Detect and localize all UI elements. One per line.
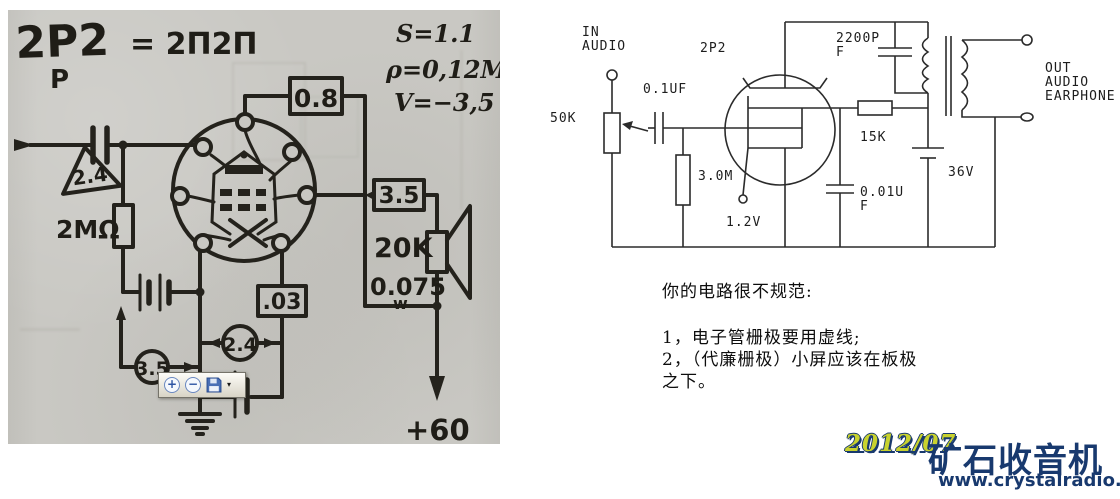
input-arrow-icon — [14, 139, 34, 151]
plate-cap-label-2: F — [836, 45, 845, 60]
bypass-cap-label-1: 0.01U — [860, 185, 904, 200]
zoom-out-button[interactable]: − — [185, 377, 201, 393]
comment-line-3: 之下。 — [662, 372, 716, 392]
tube-socket — [170, 112, 317, 263]
out-label-3: EARPHONE — [1045, 89, 1116, 104]
toolbar-menu-caret[interactable]: ▾ — [227, 380, 232, 389]
filament-voltage-label: 1.2V — [726, 215, 761, 230]
pot-label: 50K — [550, 111, 576, 126]
grid-leak-resistor-icon — [675, 154, 691, 206]
out-label-1: OUT — [1045, 61, 1071, 76]
screen-voltage-value: 3.5 — [379, 183, 420, 209]
tube-type-title: 2P2 — [15, 15, 110, 69]
in-label-1: IN — [582, 25, 600, 40]
comment-block: 你的电路很不规范: 1，电子管栅极要用虚线; 2，（代廉栅极）小屏应该在板极 之… — [662, 281, 1062, 393]
grid-resistor-value: 2MΩ — [56, 215, 120, 244]
b-battery-icon — [912, 147, 944, 247]
bypass-cap-label-2: F — [860, 199, 869, 214]
input-cap-label: 0.1UF — [643, 82, 687, 97]
param-plate-resistance: ρ=0,12MΩ — [385, 55, 500, 84]
load-power-unit: w — [393, 294, 408, 313]
battery-label: 36V — [948, 165, 974, 180]
right-schematic-drawing: IN AUDIO 2P2 50K 0.1UF 3.0M 1.2V 2200P F… — [550, 21, 1116, 248]
current-loop-value: 2.4 — [223, 334, 257, 356]
tube-type-sub: P — [50, 65, 69, 95]
screen-resistor-label: 15K — [860, 130, 886, 145]
comment-line-1: 1，电子管栅极要用虚线; — [662, 328, 861, 348]
watermark-dash-line — [848, 451, 946, 453]
input-terminal — [606, 69, 618, 81]
input-level-triangle: 2.4 — [61, 145, 123, 196]
output-transformer-icon — [921, 22, 969, 148]
in-label-2: AUDIO — [582, 39, 626, 54]
load-power: 0.075 — [370, 273, 446, 301]
comment-line-2: 2，（代廉栅极）小屏应该在板极 — [662, 350, 918, 370]
out-label-2: AUDIO — [1045, 75, 1089, 90]
screen-resistor-icon — [857, 100, 893, 116]
tube-label: 2P2 — [700, 41, 726, 56]
output-terminal-top — [1021, 34, 1033, 46]
filament-terminal — [738, 194, 748, 204]
grid-leak-label: 3.0M — [698, 169, 733, 184]
input-level-value: 2.4 — [71, 162, 109, 191]
cap-value: .03 — [263, 290, 302, 315]
plate-voltage-value: 0.8 — [294, 84, 338, 113]
param-grid-voltage: V=−3,5 — [394, 88, 495, 117]
load-impedance: 20K — [374, 233, 434, 264]
tube-type-equiv: = 2П2П — [130, 27, 258, 62]
left-schematic-drawing: 2P2 = 2П2П P S=1.1 ρ=0,12MΩ V=−3,5 2.4 2 — [14, 15, 500, 444]
zoom-in-button[interactable]: + — [164, 377, 180, 393]
supply-voltage: +60 — [405, 413, 470, 444]
bias-battery-icon — [138, 273, 172, 312]
watermark-site-name: 矿石收音机 — [928, 441, 1103, 481]
scanned-schematic-image[interactable]: 2P2 = 2П2П P S=1.1 ρ=0,12MΩ V=−3,5 2.4 2 — [8, 10, 500, 444]
plate-cap-label-1: 2200P — [836, 31, 880, 46]
ground-icon — [178, 395, 222, 436]
param-transconductance: S=1.1 — [396, 19, 475, 48]
image-toolbar: + − ▾ — [158, 372, 246, 398]
output-terminal-bottom — [1020, 112, 1034, 122]
comment-title: 你的电路很不规范: — [662, 282, 813, 302]
volume-pot-icon — [603, 112, 621, 154]
watermark-site-url: www.crystalradio.cn — [938, 470, 1120, 491]
save-button[interactable] — [206, 377, 222, 393]
